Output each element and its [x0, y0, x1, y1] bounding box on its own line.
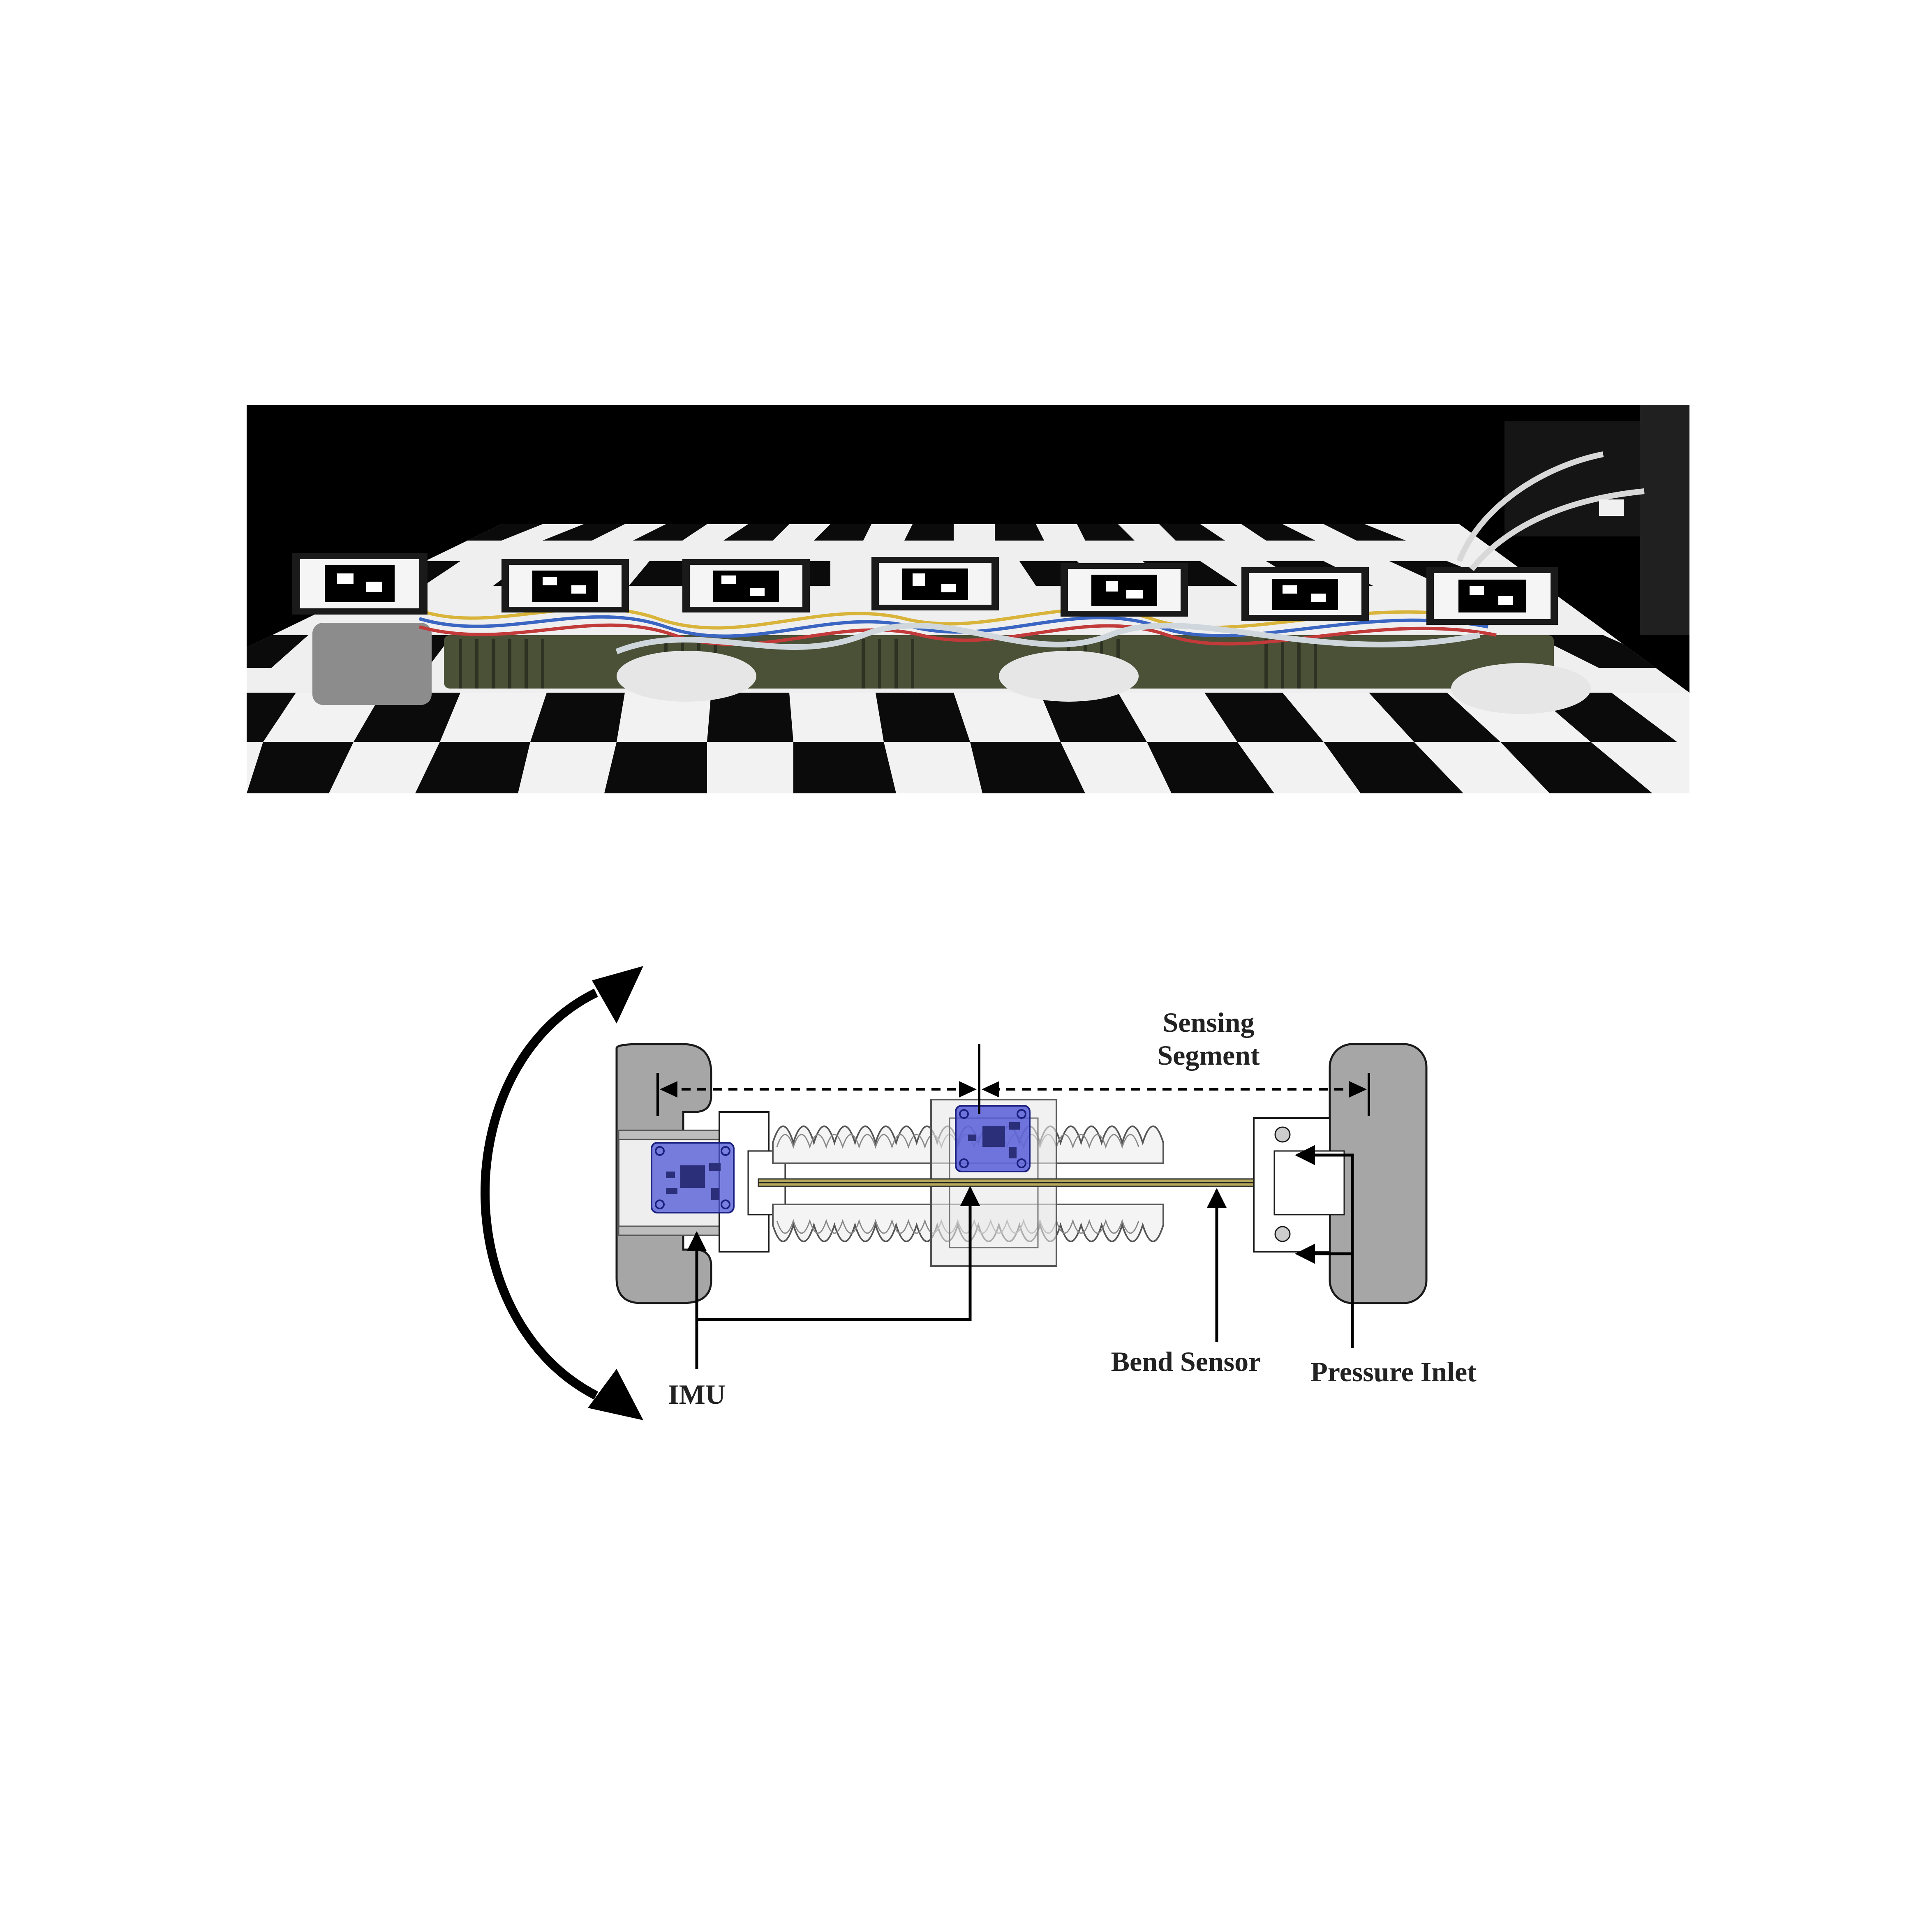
bending-arrow [481, 966, 643, 1420]
right-clamp-inner [1273, 1150, 1345, 1216]
pressure-port-top [1274, 1126, 1291, 1143]
pneumatic-chamber [999, 651, 1139, 702]
pressure-port-bottom [1274, 1226, 1291, 1242]
robot-photo [247, 405, 1689, 793]
pneumatic-equipment [1456, 405, 1689, 635]
label-leaders [686, 1145, 1354, 1369]
imu-board-center [955, 1105, 1031, 1172]
segment-diagram: Sensing Segment IMU Bend Sensor Pressure… [481, 966, 1477, 1420]
pneumatic-chamber [1451, 663, 1591, 714]
gray-end-block [312, 623, 432, 705]
sensing-segment-dimension [656, 1044, 1370, 1116]
checkerboard-floor [247, 693, 1689, 793]
bend-sensor-label: Bend Sensor [1111, 1346, 1261, 1377]
pressure-inlet-label: Pressure Inlet [1310, 1356, 1477, 1387]
fiducial-markers [292, 553, 1558, 625]
sensing-segment-label-line1: Sensing [1163, 1007, 1255, 1038]
imu-board-left [651, 1142, 735, 1213]
sensing-segment-label-line2: Segment [1157, 1040, 1260, 1071]
pneumatic-chamber [617, 651, 756, 702]
imu-label: IMU [668, 1379, 726, 1410]
